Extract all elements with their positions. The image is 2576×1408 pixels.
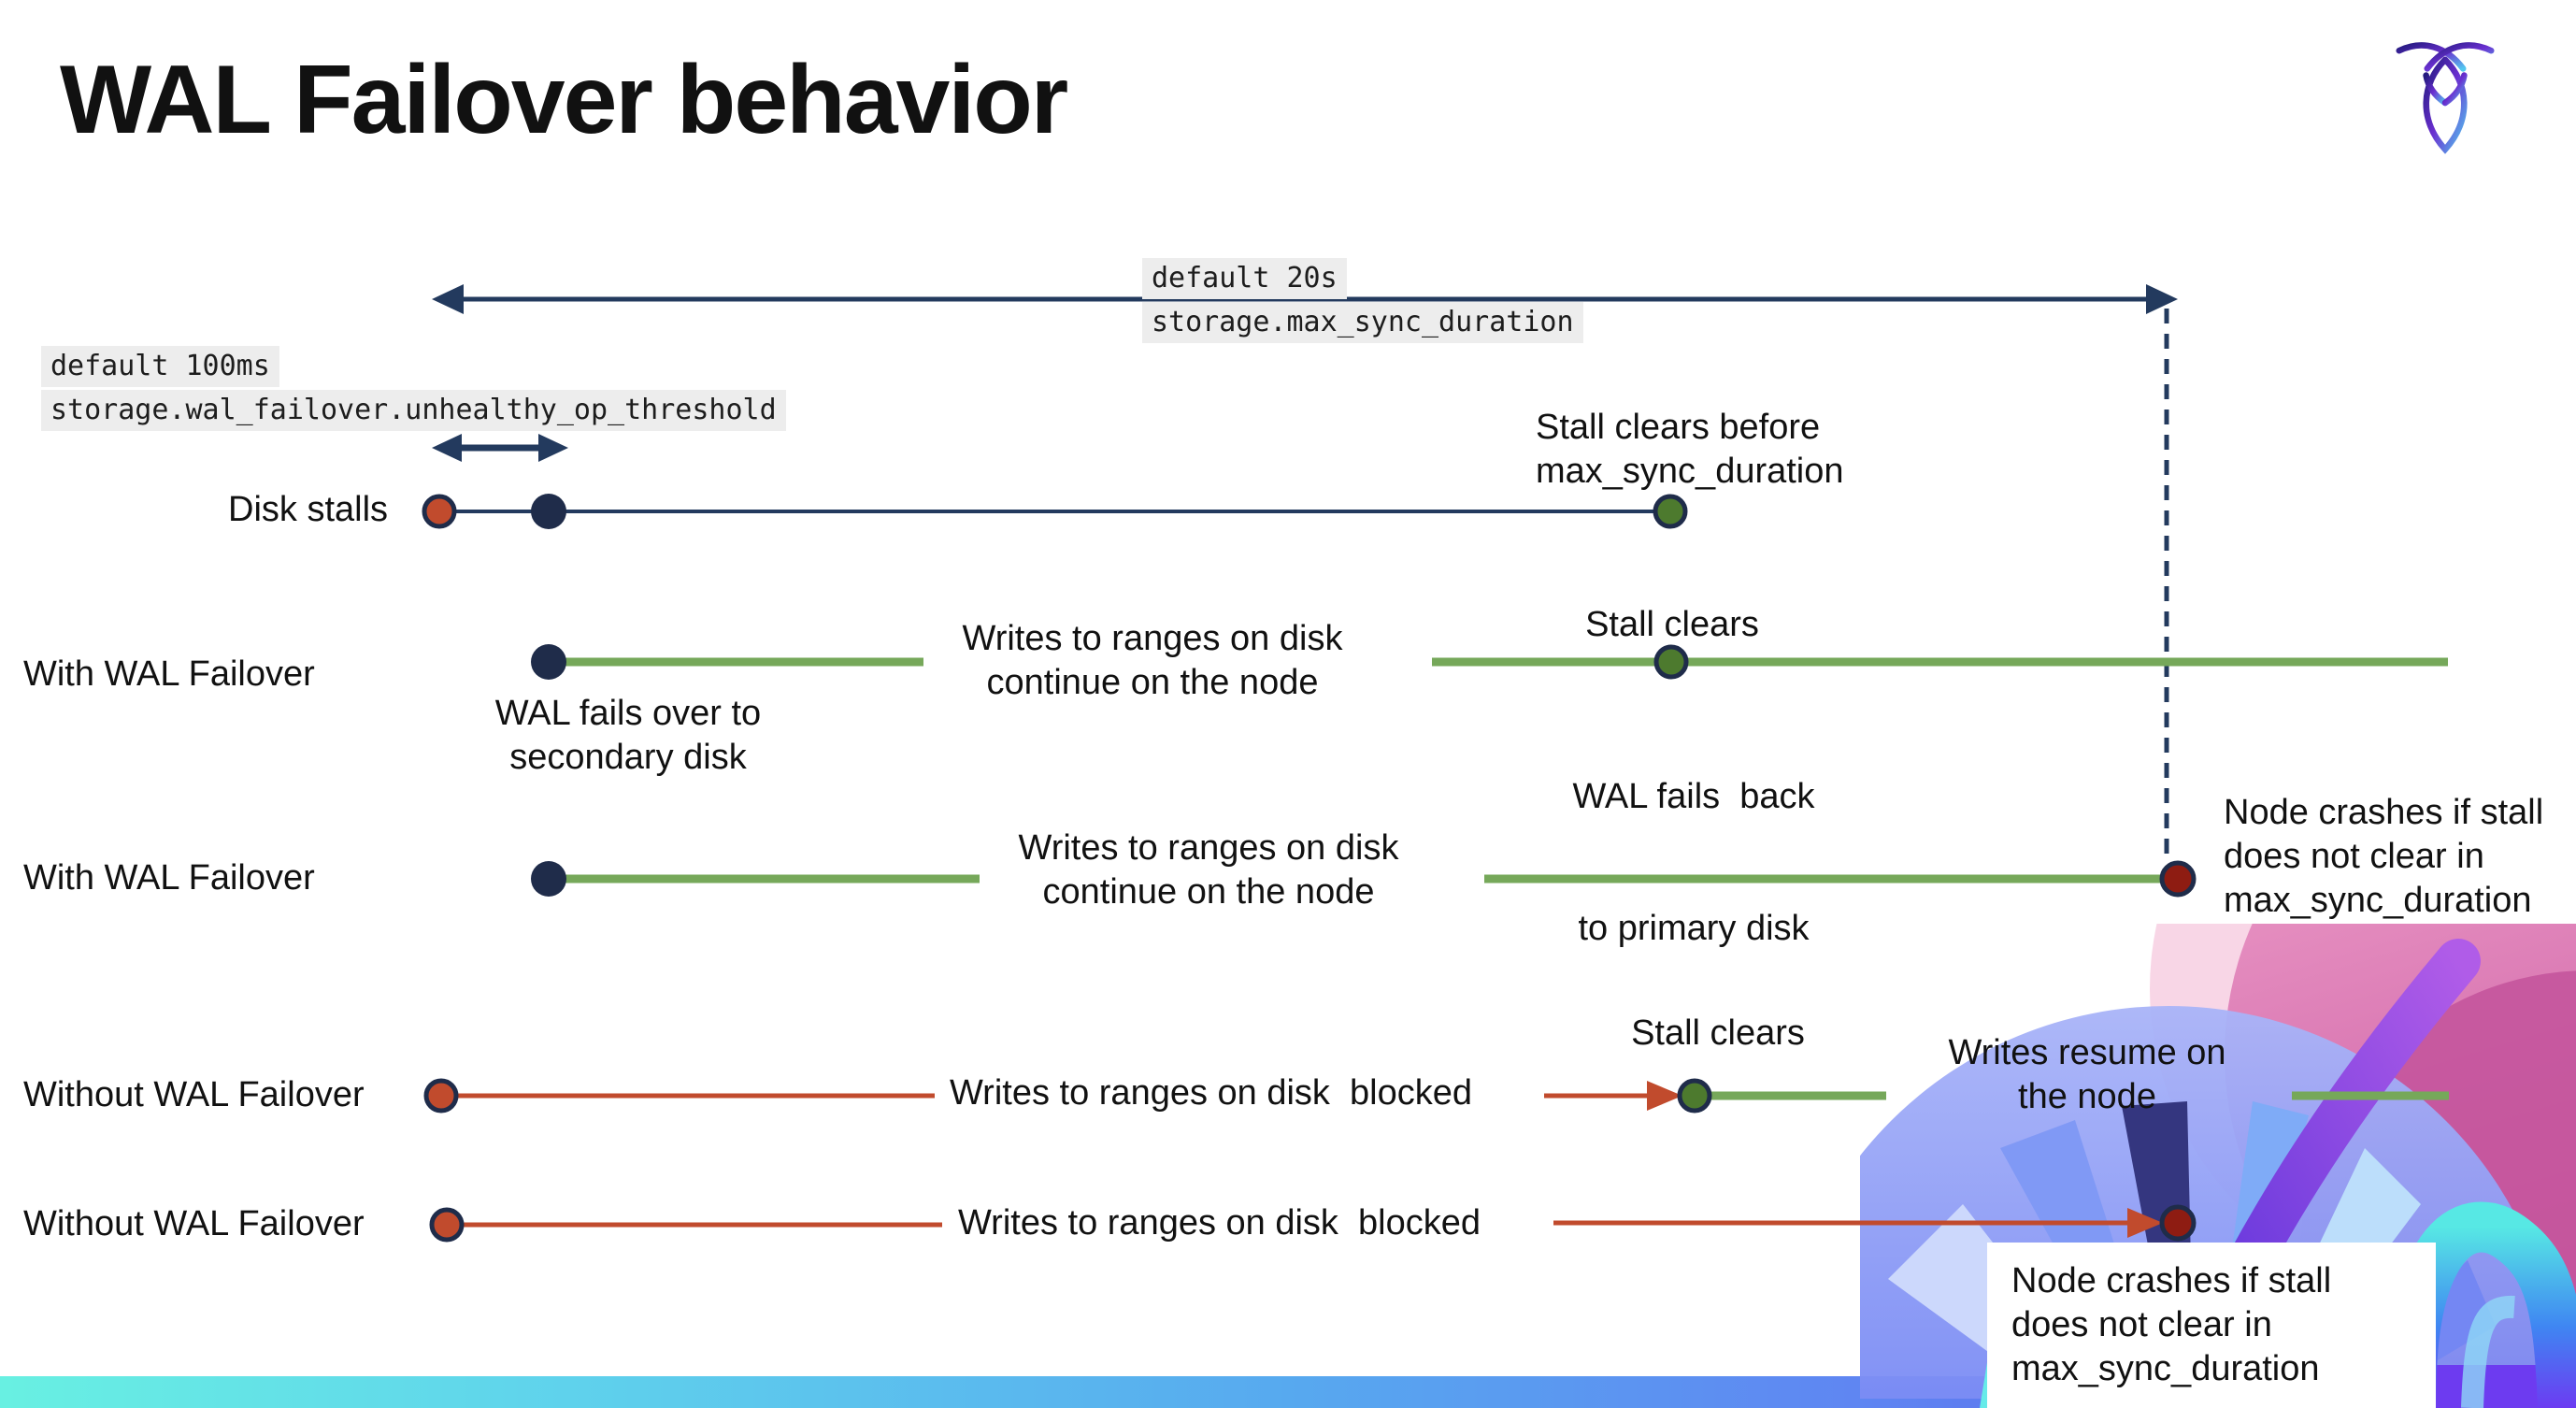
row-label-disk-stalls: Disk stalls bbox=[228, 490, 389, 529]
max-sync-duration-label: default 20s storage.max_sync_duration bbox=[1142, 258, 1583, 346]
writes-blocked-annotation: Writes to ranges on disk blocked bbox=[950, 1073, 1473, 1113]
wal-fails-over-annotation: WAL fails over to secondary disk bbox=[494, 694, 762, 777]
stall-clears-annotation: Stall clears bbox=[1631, 1013, 1805, 1053]
page-title: WAL Failover behavior bbox=[60, 46, 1068, 154]
row-label-with-wal-failover: With WAL Failover bbox=[23, 858, 315, 898]
stall-start-dot bbox=[423, 1078, 459, 1113]
timeline-row-failover-clears bbox=[531, 644, 2448, 680]
node-crash-callout-text: Node crashes if stall does not clear in … bbox=[2011, 1261, 2332, 1388]
stall-start-dot bbox=[422, 494, 457, 529]
stall-clears-before-annotation: Stall clears before max_sync_duration bbox=[1536, 408, 1844, 491]
row-label-without-wal-failover: Without WAL Failover bbox=[23, 1075, 365, 1114]
cockroachdb-logo-icon bbox=[2396, 42, 2495, 154]
stall-clears-annotation: Stall clears bbox=[1585, 605, 1759, 644]
threshold-dot bbox=[531, 494, 566, 529]
node-crash-dot bbox=[2159, 860, 2197, 898]
unhealthy-op-threshold-label: default 100ms storage.wal_failover.unhea… bbox=[41, 346, 786, 434]
row-label-without-wal-failover: Without WAL Failover bbox=[23, 1204, 365, 1243]
unhealthy-op-threshold-arrow bbox=[432, 434, 568, 462]
timeline-row-disk-stalls bbox=[422, 494, 1688, 529]
node-crash-callout-box: Node crashes if stall does not clear in … bbox=[1987, 1243, 2436, 1408]
stall-start-dot bbox=[429, 1207, 465, 1243]
writes-blocked-annotation: Writes to ranges on disk blocked bbox=[958, 1203, 1481, 1243]
failover-dot bbox=[531, 644, 566, 680]
row-label-with-wal-failover: With WAL Failover bbox=[23, 654, 315, 694]
writes-continue-annotation: Writes to ranges on disk continue on the… bbox=[962, 619, 1343, 702]
stall-clears-dot bbox=[1653, 494, 1688, 529]
stall-clears-dot bbox=[1677, 1078, 1712, 1113]
writes-continue-annotation: Writes to ranges on disk continue on the… bbox=[1018, 828, 1399, 912]
wal-fails-back-annotation: WAL fails back to primary disk bbox=[1572, 777, 1815, 948]
stall-clears-dot bbox=[1653, 644, 1689, 680]
failover-dot bbox=[531, 861, 566, 897]
writes-resume-annotation: Writes resume on the node bbox=[1948, 1033, 2226, 1116]
node-crashes-annotation: Node crashes if stall does not clear in … bbox=[2224, 793, 2544, 920]
